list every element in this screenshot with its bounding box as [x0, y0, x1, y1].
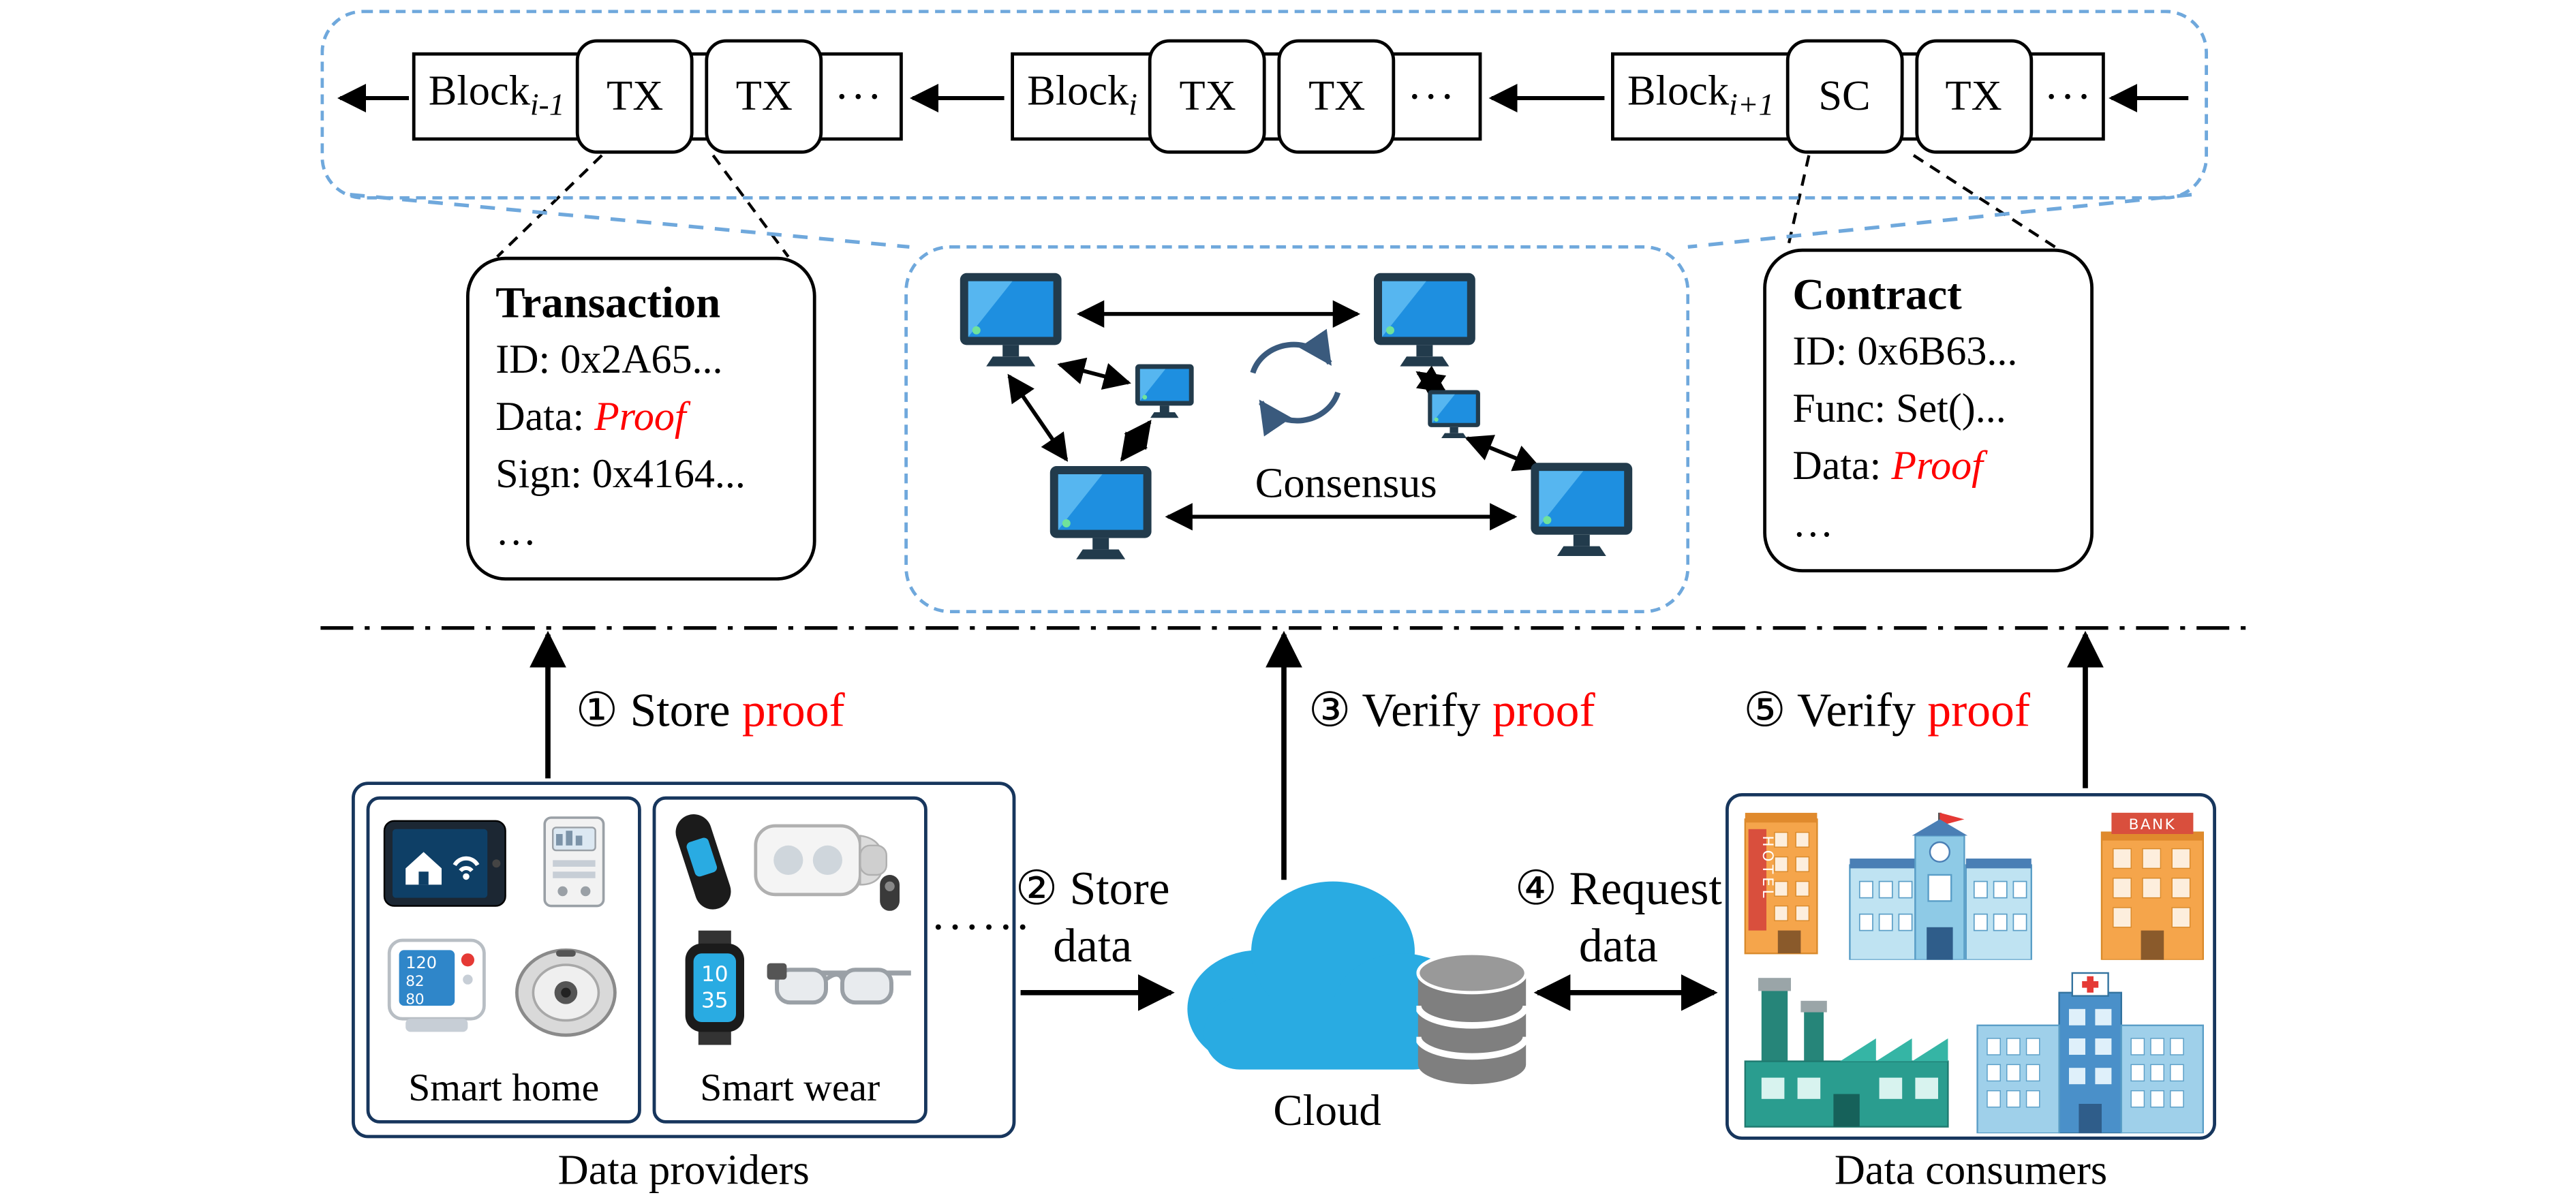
contract-func-row: Func: Set()...	[1792, 387, 2006, 432]
blood-pressure-monitor-icon: 120 82 80	[387, 938, 486, 1032]
smartwatch-icon: 10 35	[685, 930, 744, 1045]
svg-text:BANK: BANK	[2129, 816, 2177, 833]
consensus-label: Consensus	[1255, 459, 1437, 507]
sync-cycle-arrow	[1250, 328, 1332, 374]
contract-card: Contract ID: 0x6B63... Func: Set()... Da…	[1763, 248, 2094, 573]
more-tx-ellipsis: ···	[2044, 71, 2094, 121]
cloud-label: Cloud	[1273, 1085, 1381, 1135]
contract-id-row: ID: 0x6B63...	[1792, 330, 2018, 375]
hotel-building-icon: HOTEL	[1744, 812, 1818, 955]
block-i-plus-1: Blocki+1 SC TX ···	[1611, 39, 2105, 154]
computer-icon-small	[1428, 390, 1480, 438]
block-label: Blocki	[1027, 67, 1137, 124]
tx-zoom-line	[711, 154, 790, 258]
computer-icon	[1531, 463, 1633, 557]
transaction-card: Transaction ID: 0x2A65... Data: Proof Si…	[466, 256, 816, 581]
tablet-icon	[383, 820, 506, 907]
contract-card-title: Contract	[1792, 270, 1962, 320]
smart-wear-box: 10 35 Smart wear	[652, 796, 927, 1124]
data-providers-label: Data providers	[557, 1146, 810, 1194]
fitness-band-icon	[675, 814, 731, 910]
peer-link-arrow	[1007, 373, 1069, 462]
tx-slot: TX	[1278, 39, 1396, 154]
robot-vacuum-icon	[515, 948, 617, 1037]
sync-cycle-arrow	[1259, 391, 1341, 437]
hospital-building-icon	[1976, 972, 2205, 1134]
sc-zoom-line	[1786, 155, 1811, 249]
step5-verify-proof-label: ⑤ Verify proof	[1743, 685, 2031, 738]
more-devices-ellipsis: ······	[930, 902, 1032, 954]
svg-text:82: 82	[405, 973, 424, 990]
block-i: Blocki TX TX ···	[1011, 39, 1482, 154]
computer-icon	[1374, 273, 1475, 367]
vr-headset-icon	[754, 824, 900, 911]
block-i-1: Blocki-1 TX TX ···	[412, 39, 903, 154]
block-label: Blocki-1	[428, 67, 565, 124]
bank-building-icon: BANK	[2100, 812, 2205, 960]
smart-home-label: Smart home	[408, 1068, 600, 1111]
svg-text:10: 10	[701, 962, 729, 987]
network-zoom-line	[1687, 192, 2192, 249]
contract-ellipsis: …	[1792, 501, 1834, 546]
consensus-network-box	[904, 245, 1690, 614]
tx-slot: TX	[1148, 39, 1267, 154]
more-tx-ellipsis: ···	[1407, 71, 1456, 121]
tx-slot: TX	[705, 39, 823, 154]
contract-data-row: Data: Proof	[1792, 444, 1983, 489]
svg-text:80: 80	[405, 991, 424, 1008]
svg-text:HOTEL: HOTEL	[1759, 835, 1776, 901]
smart-meter-icon	[543, 816, 605, 908]
transaction-card-title: Transaction	[495, 278, 721, 328]
step1-store-proof-label: ① Store proof	[575, 685, 845, 738]
computer-icon	[1049, 466, 1152, 559]
blockchain-frame	[320, 10, 2209, 200]
school-building-icon	[1849, 812, 2033, 960]
smart-glasses-icon	[767, 963, 911, 1005]
data-consumers-label: Data consumers	[1834, 1146, 2108, 1194]
database-icon	[1416, 951, 1528, 1085]
sc-zoom-line	[1912, 154, 2059, 250]
svg-text:120: 120	[405, 953, 437, 972]
block-label: Blocki+1	[1627, 67, 1775, 124]
network-zoom-line	[350, 192, 910, 249]
transaction-ellipsis: …	[495, 510, 537, 555]
peer-link-arrow	[1057, 357, 1131, 390]
step3-verify-proof-label: ③ Verify proof	[1308, 685, 1595, 738]
smart-home-box: 120 82 80 Smart home	[366, 796, 641, 1124]
peer-link-arrow	[1415, 365, 1447, 399]
tx-slot: TX	[1914, 39, 2033, 154]
svg-text:35: 35	[701, 988, 729, 1013]
transaction-sign-row: Sign: 0x4164...	[495, 452, 746, 497]
sc-slot: SC	[1785, 39, 1903, 154]
more-tx-ellipsis: ···	[834, 71, 884, 121]
computer-icon-small	[1135, 364, 1194, 418]
peer-link-arrow	[1465, 435, 1542, 472]
transaction-data-row: Data: Proof	[495, 395, 686, 440]
peer-link-arrow	[1120, 419, 1152, 462]
smart-wear-label: Smart wear	[700, 1068, 880, 1111]
transaction-id-row: ID: 0x2A65...	[495, 338, 723, 383]
data-consumers-box: HOTEL	[1726, 793, 2217, 1140]
computer-icon	[960, 273, 1062, 367]
factory-building-icon	[1744, 978, 1949, 1128]
tx-zoom-line	[496, 154, 603, 258]
tx-slot: TX	[576, 39, 694, 154]
